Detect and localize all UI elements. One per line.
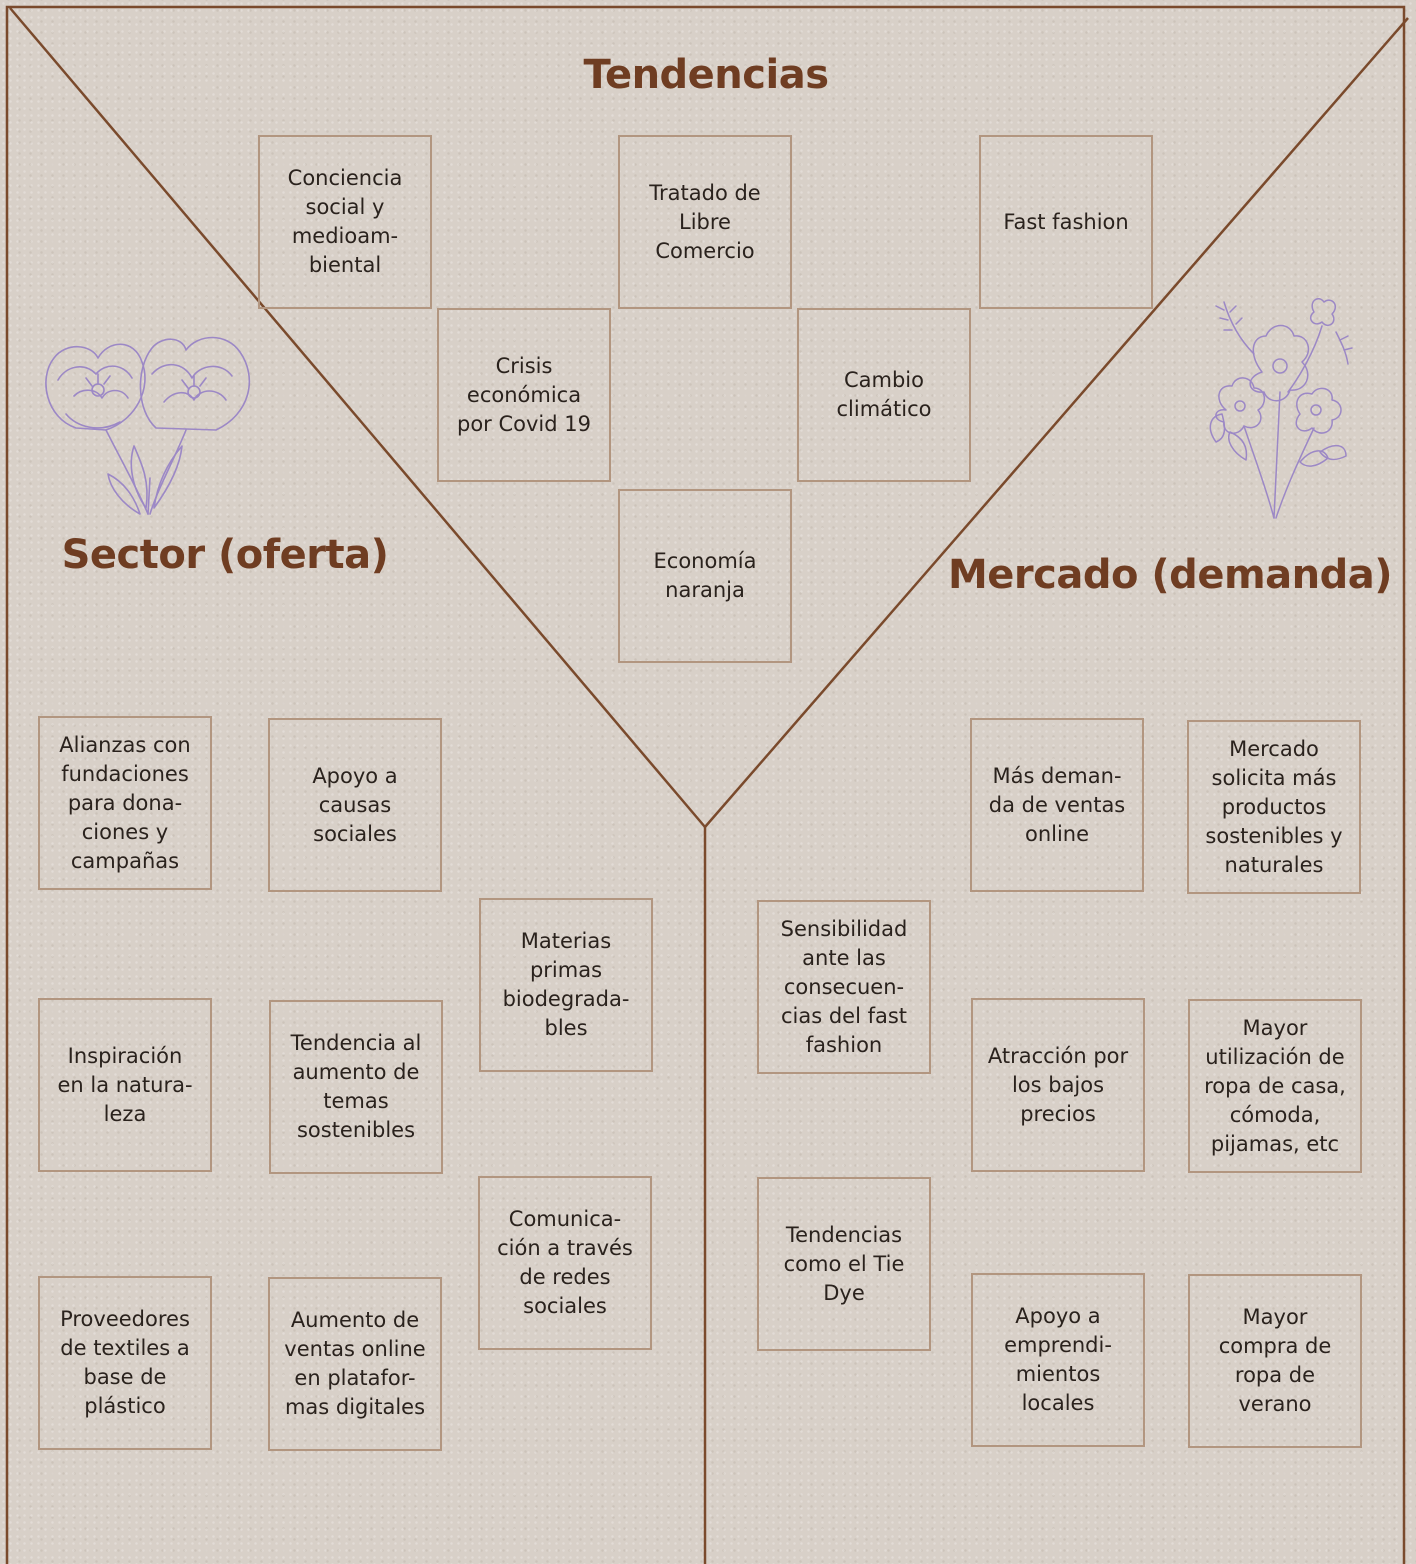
card-sector: Aumento de ventas online en platafor- ma… [268, 1277, 442, 1451]
left-diagonal [9, 7, 706, 828]
card-tendencia: Conciencia social y medioam- biental [258, 135, 432, 309]
card-mercado: Sensibilidad ante las consecuen- cias de… [757, 900, 931, 1074]
card-tendencia: Cambio climático [797, 308, 971, 482]
card-mercado: Tendencias como el Tie Dye [757, 1177, 931, 1351]
card-mercado: Mayor compra de ropa de verano [1188, 1274, 1362, 1448]
card-sector: Apoyo a causas sociales [268, 718, 442, 892]
card-tendencia: Crisis económica por Covid 19 [437, 308, 611, 482]
heading-sector: Sector (oferta) [61, 532, 389, 578]
card-sector: Tendencia al aumento de temas sostenible… [269, 1000, 443, 1174]
right-diagonal [704, 17, 1409, 828]
card-sector: Comunica- ción a través de redes sociale… [478, 1176, 652, 1350]
card-tendencia: Fast fashion [979, 135, 1153, 309]
tulip-flower-icon [45, 336, 251, 515]
card-tendencia: Tratado de Libre Comercio [618, 135, 792, 309]
card-sector: Proveedores de textiles a base de plásti… [38, 1276, 212, 1450]
card-mercado: Más deman- da de ventas online [970, 718, 1144, 892]
card-sector: Alianzas con fundaciones para dona- cion… [38, 716, 212, 890]
wildflower-bouquet-icon [1209, 298, 1353, 519]
card-mercado: Mercado solicita más productos sostenibl… [1187, 720, 1361, 894]
heading-mercado: Mercado (demanda) [948, 552, 1393, 598]
card-sector: Inspiración en la natura- leza [38, 998, 212, 1172]
card-sector: Materias primas biodegrada- bles [479, 898, 653, 1072]
heading-tendencias: Tendencias [583, 52, 829, 98]
card-mercado: Apoyo a emprendi- mientos locales [971, 1273, 1145, 1447]
frame-border [5, 5, 1406, 1564]
card-tendencia: Economía naranja [618, 489, 792, 663]
card-mercado: Mayor utilización de ropa de casa, cómod… [1188, 999, 1362, 1173]
card-mercado: Atracción por los bajos precios [971, 998, 1145, 1172]
